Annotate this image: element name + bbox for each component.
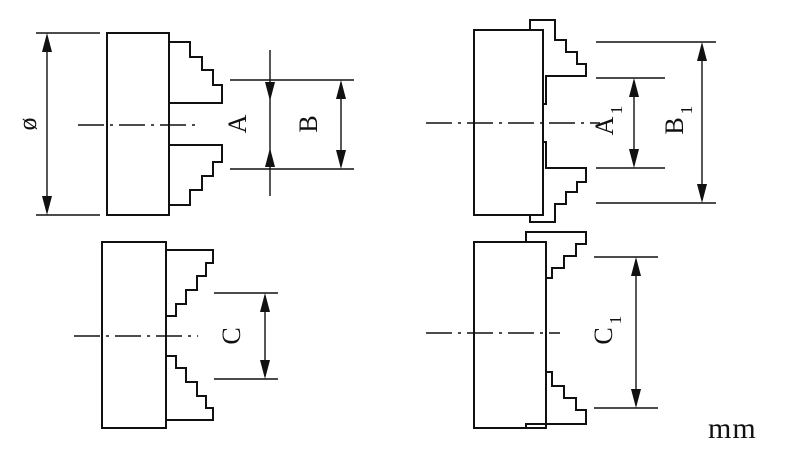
c-arrow-top (260, 293, 270, 312)
c1-subscript: 1 (606, 316, 625, 325)
lower-jaw (168, 144, 223, 206)
upper-jaw (165, 249, 214, 317)
diameter-arrow-top (42, 33, 52, 52)
a1-arrow-top (629, 78, 639, 97)
lower-jaw (529, 141, 587, 223)
lower-jaw (525, 371, 587, 429)
lower-jaw (165, 355, 214, 421)
unit-label: mm (708, 412, 757, 445)
b-arrow-bottom (336, 150, 346, 169)
upper-jaw (168, 41, 223, 104)
c1-arrow-bottom (631, 389, 641, 408)
upper-jaw (525, 231, 587, 279)
upper-jaw (529, 19, 587, 105)
chuck-body (101, 241, 167, 429)
b1-arrow-bottom (697, 184, 707, 203)
c-label: C (217, 327, 246, 344)
c-arrow-bottom (260, 360, 270, 379)
b-arrow-top (336, 80, 346, 99)
b1-subscript: 1 (677, 106, 696, 115)
figure-chuck-inner-clamp: A 1 B 1 (426, 19, 716, 223)
a1-label: A (590, 116, 619, 135)
chuck-body (106, 32, 170, 216)
chuck-body (473, 241, 547, 429)
b1-label: B (660, 117, 689, 134)
figure-chuck-outer-clamp: ø A B (13, 32, 354, 216)
a1-arrow-bottom (629, 149, 639, 168)
diameter-arrow-bottom (42, 196, 52, 215)
a1-subscript: 1 (607, 106, 626, 115)
a-label: A (223, 114, 252, 133)
figure-chuck-jaw-reversed-inner: C 1 (426, 231, 658, 429)
b1-arrow-top (697, 42, 707, 61)
figure-chuck-jaw-reversed: C (74, 241, 278, 429)
a-arrow-top (265, 82, 275, 101)
diameter-label: ø (13, 118, 42, 131)
a-arrow-bottom (265, 148, 275, 167)
b-label: B (294, 115, 323, 132)
c1-arrow-top (631, 257, 641, 276)
c1-label: C (589, 327, 618, 344)
